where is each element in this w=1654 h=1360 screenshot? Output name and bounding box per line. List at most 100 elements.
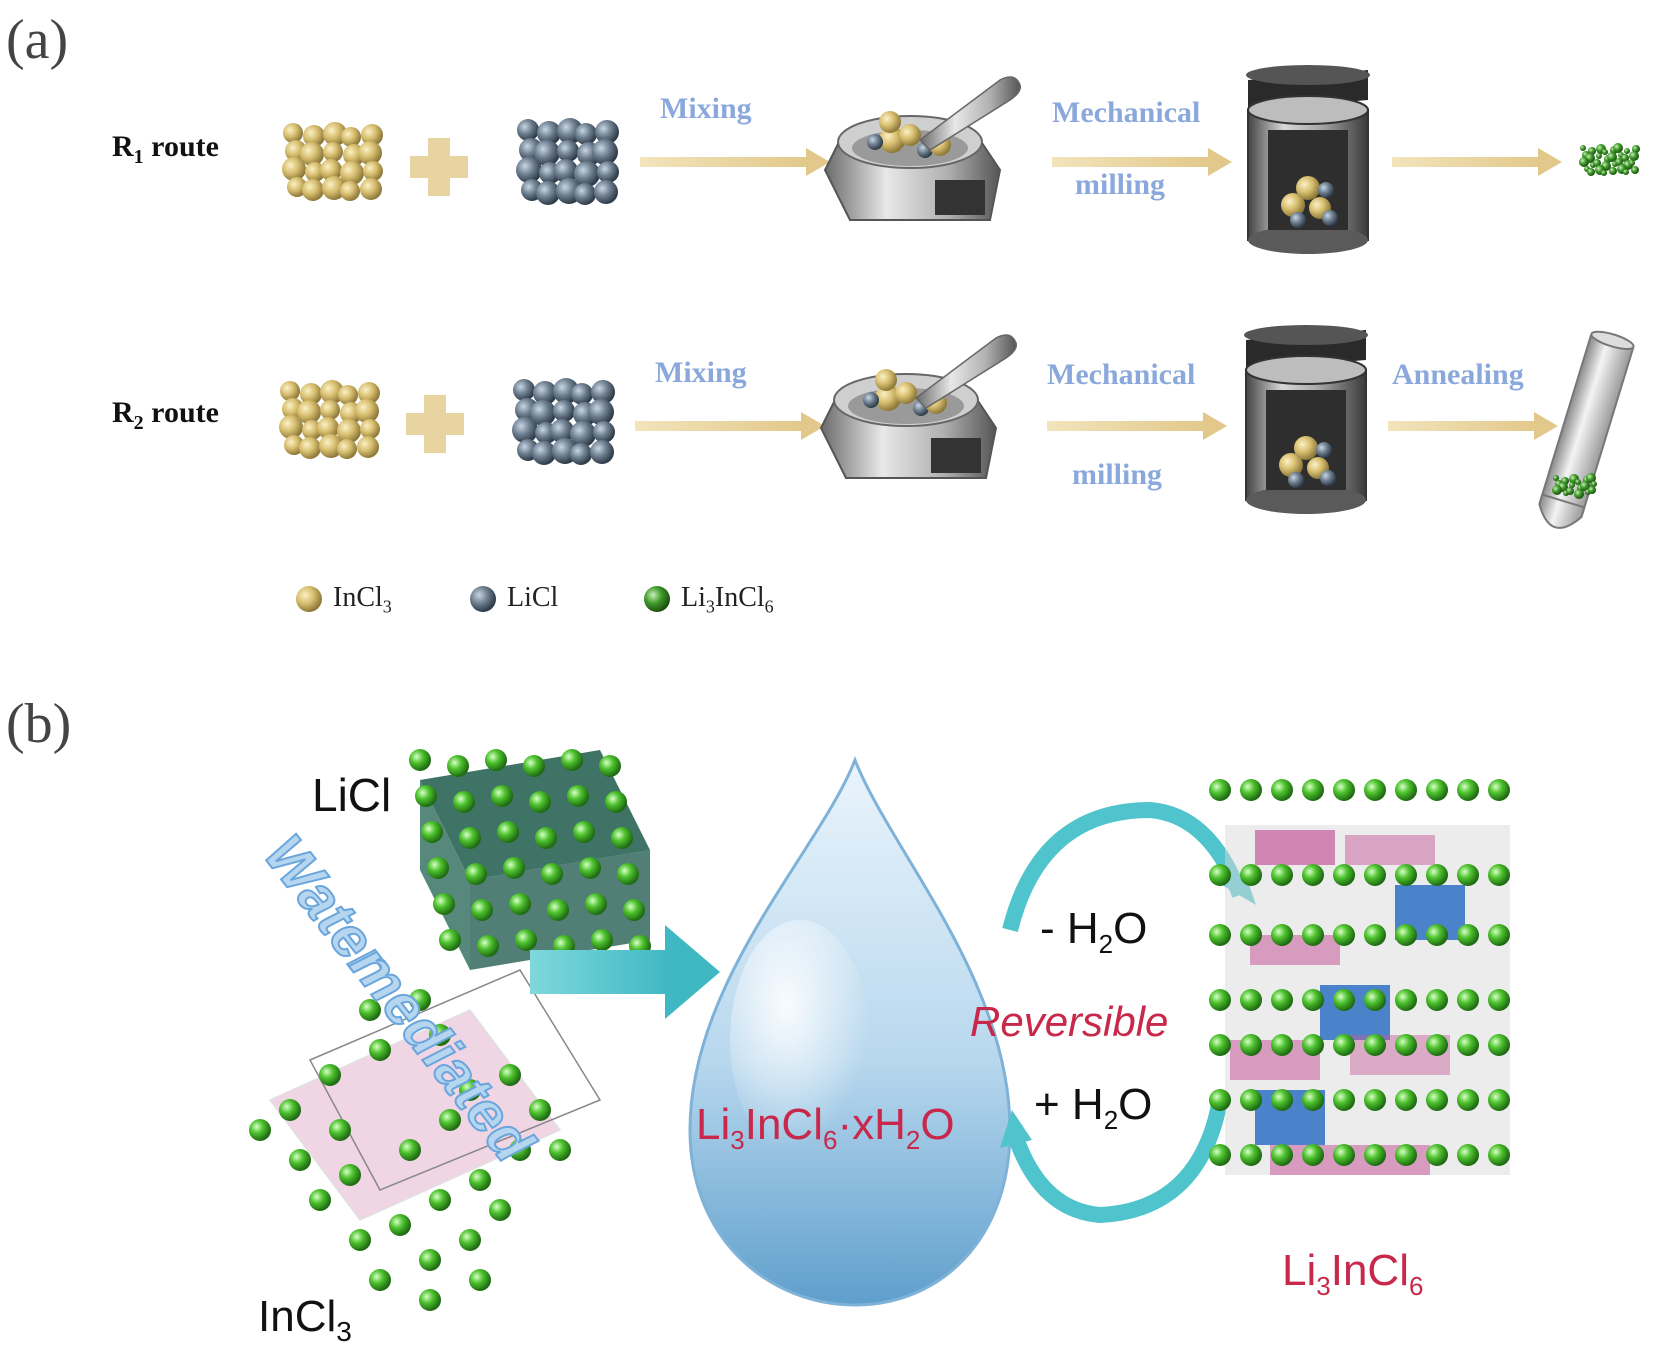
chlorine-atom [1488,924,1510,946]
incl3-particle [299,437,321,459]
legend-licl-label: LiCl [507,582,559,613]
chlorine-atom [585,893,607,915]
chlorine-atom [1488,779,1510,801]
chlorine-atom [1271,1034,1293,1056]
chlorine-atom [1240,1089,1262,1111]
arrow-to-drop [530,925,720,1019]
incl3-particle [358,382,380,404]
licl-particle [594,180,618,204]
chlorine-atom [1364,989,1386,1011]
licl-particle [517,119,539,141]
li3incl6-particle [1593,159,1601,167]
chlorine-atom [529,1099,551,1121]
li3incl6-particle [1609,167,1617,175]
chlorine-atom [547,899,569,921]
chlorine-atom [1457,1144,1479,1166]
chlorine-atom [359,999,381,1021]
chlorine-atom [1364,924,1386,946]
chlorine-atom [1395,1144,1417,1166]
chlorine-atom [429,1024,451,1046]
chlorine-atom [561,749,583,771]
li3incl6-particle [1588,486,1596,494]
chlorine-atom [499,1064,521,1086]
chlorine-atom [369,1269,391,1291]
li3incl6-particle [1587,168,1595,176]
li3incl6-particle [1575,479,1581,485]
minus-h2o-label: - H2O [1040,904,1148,959]
hydration-arrow [1000,1098,1228,1224]
incl3-particle [303,125,325,147]
incl3-crystal [249,969,602,1311]
chlorine-atom [419,1289,441,1311]
chlorine-atom [429,1189,451,1211]
chlorine-atom [1209,864,1231,886]
chlorine-atom [591,929,613,951]
licl-particle [574,161,600,187]
chlorine-atom [477,935,499,957]
chlorine-atom [1457,924,1479,946]
incl3-particle [282,157,306,181]
chlorine-atom [1209,1089,1231,1111]
li3incl6-particle [1607,152,1617,162]
route-1-mortar-icon [823,76,1022,221]
chlorine-atom [1240,1034,1262,1056]
li3incl6-particle [1591,481,1597,487]
incl3-particle [305,162,325,182]
chlorine-atom [1426,864,1448,886]
route-2-plus-icon [406,395,464,453]
licl-particle [553,400,575,422]
licl-particle [534,140,560,166]
chlorine-atom [1271,989,1293,1011]
incl3-particle [363,161,383,181]
chlorine-atom [459,1229,481,1251]
route-1-licl-cluster [516,118,619,205]
licl-label: LiCl [312,769,392,821]
licl-particle [592,139,618,165]
chlorine-atom [1457,989,1479,1011]
route-2-step-mixing: Mixing [655,356,747,389]
licl-particle [574,183,596,205]
licl-particle [570,421,596,447]
route-2-mortar-icon [819,334,1018,479]
chlorine-atom [1302,1034,1324,1056]
chlorine-atom [1333,1089,1355,1111]
chlorine-atom [421,821,443,843]
chlorine-atom [1271,779,1293,801]
incl3-particle [340,161,364,185]
chlorine-atom [1488,989,1510,1011]
chlorine-atom [1395,1089,1417,1111]
route-1-label: R1 route [112,130,219,168]
route-1-arrow-product [1392,148,1562,176]
chlorine-atom [485,749,507,771]
chlorine-atom [1457,779,1479,801]
incl3-particle [320,380,344,404]
incl3-particle [319,434,343,458]
li3incl6-particle [1569,482,1575,488]
chlorine-atom [549,1139,571,1161]
chlorine-atom [439,1109,461,1131]
chlorine-atom [1395,779,1417,801]
chlorine-atom [1302,1089,1324,1111]
legend-licl-swatch [470,586,496,612]
chlorine-atom [1426,1144,1448,1166]
licl-particle [512,417,538,443]
chlorine-atom [427,857,449,879]
chlorine-atom [309,1189,331,1211]
licl-particle [536,181,560,205]
chlorine-atom [1426,924,1448,946]
incl3-particle [280,381,300,401]
incl3-particle [337,439,357,459]
li3incl6-particle [1629,151,1639,161]
chlorine-atom [1457,864,1479,886]
incl3-particle [323,142,343,162]
route-2-product-cluster [1552,473,1597,499]
chlorine-atom [447,755,469,777]
li3incl6-particle [1615,158,1623,166]
incl3-particle [357,436,379,458]
li3incl6-particle [1601,170,1607,176]
water-drop [688,755,1012,1307]
licl-particle [597,161,619,183]
chlorine-atom [433,893,455,915]
chlorine-atom [1209,1034,1231,1056]
licl-particle [588,399,614,425]
